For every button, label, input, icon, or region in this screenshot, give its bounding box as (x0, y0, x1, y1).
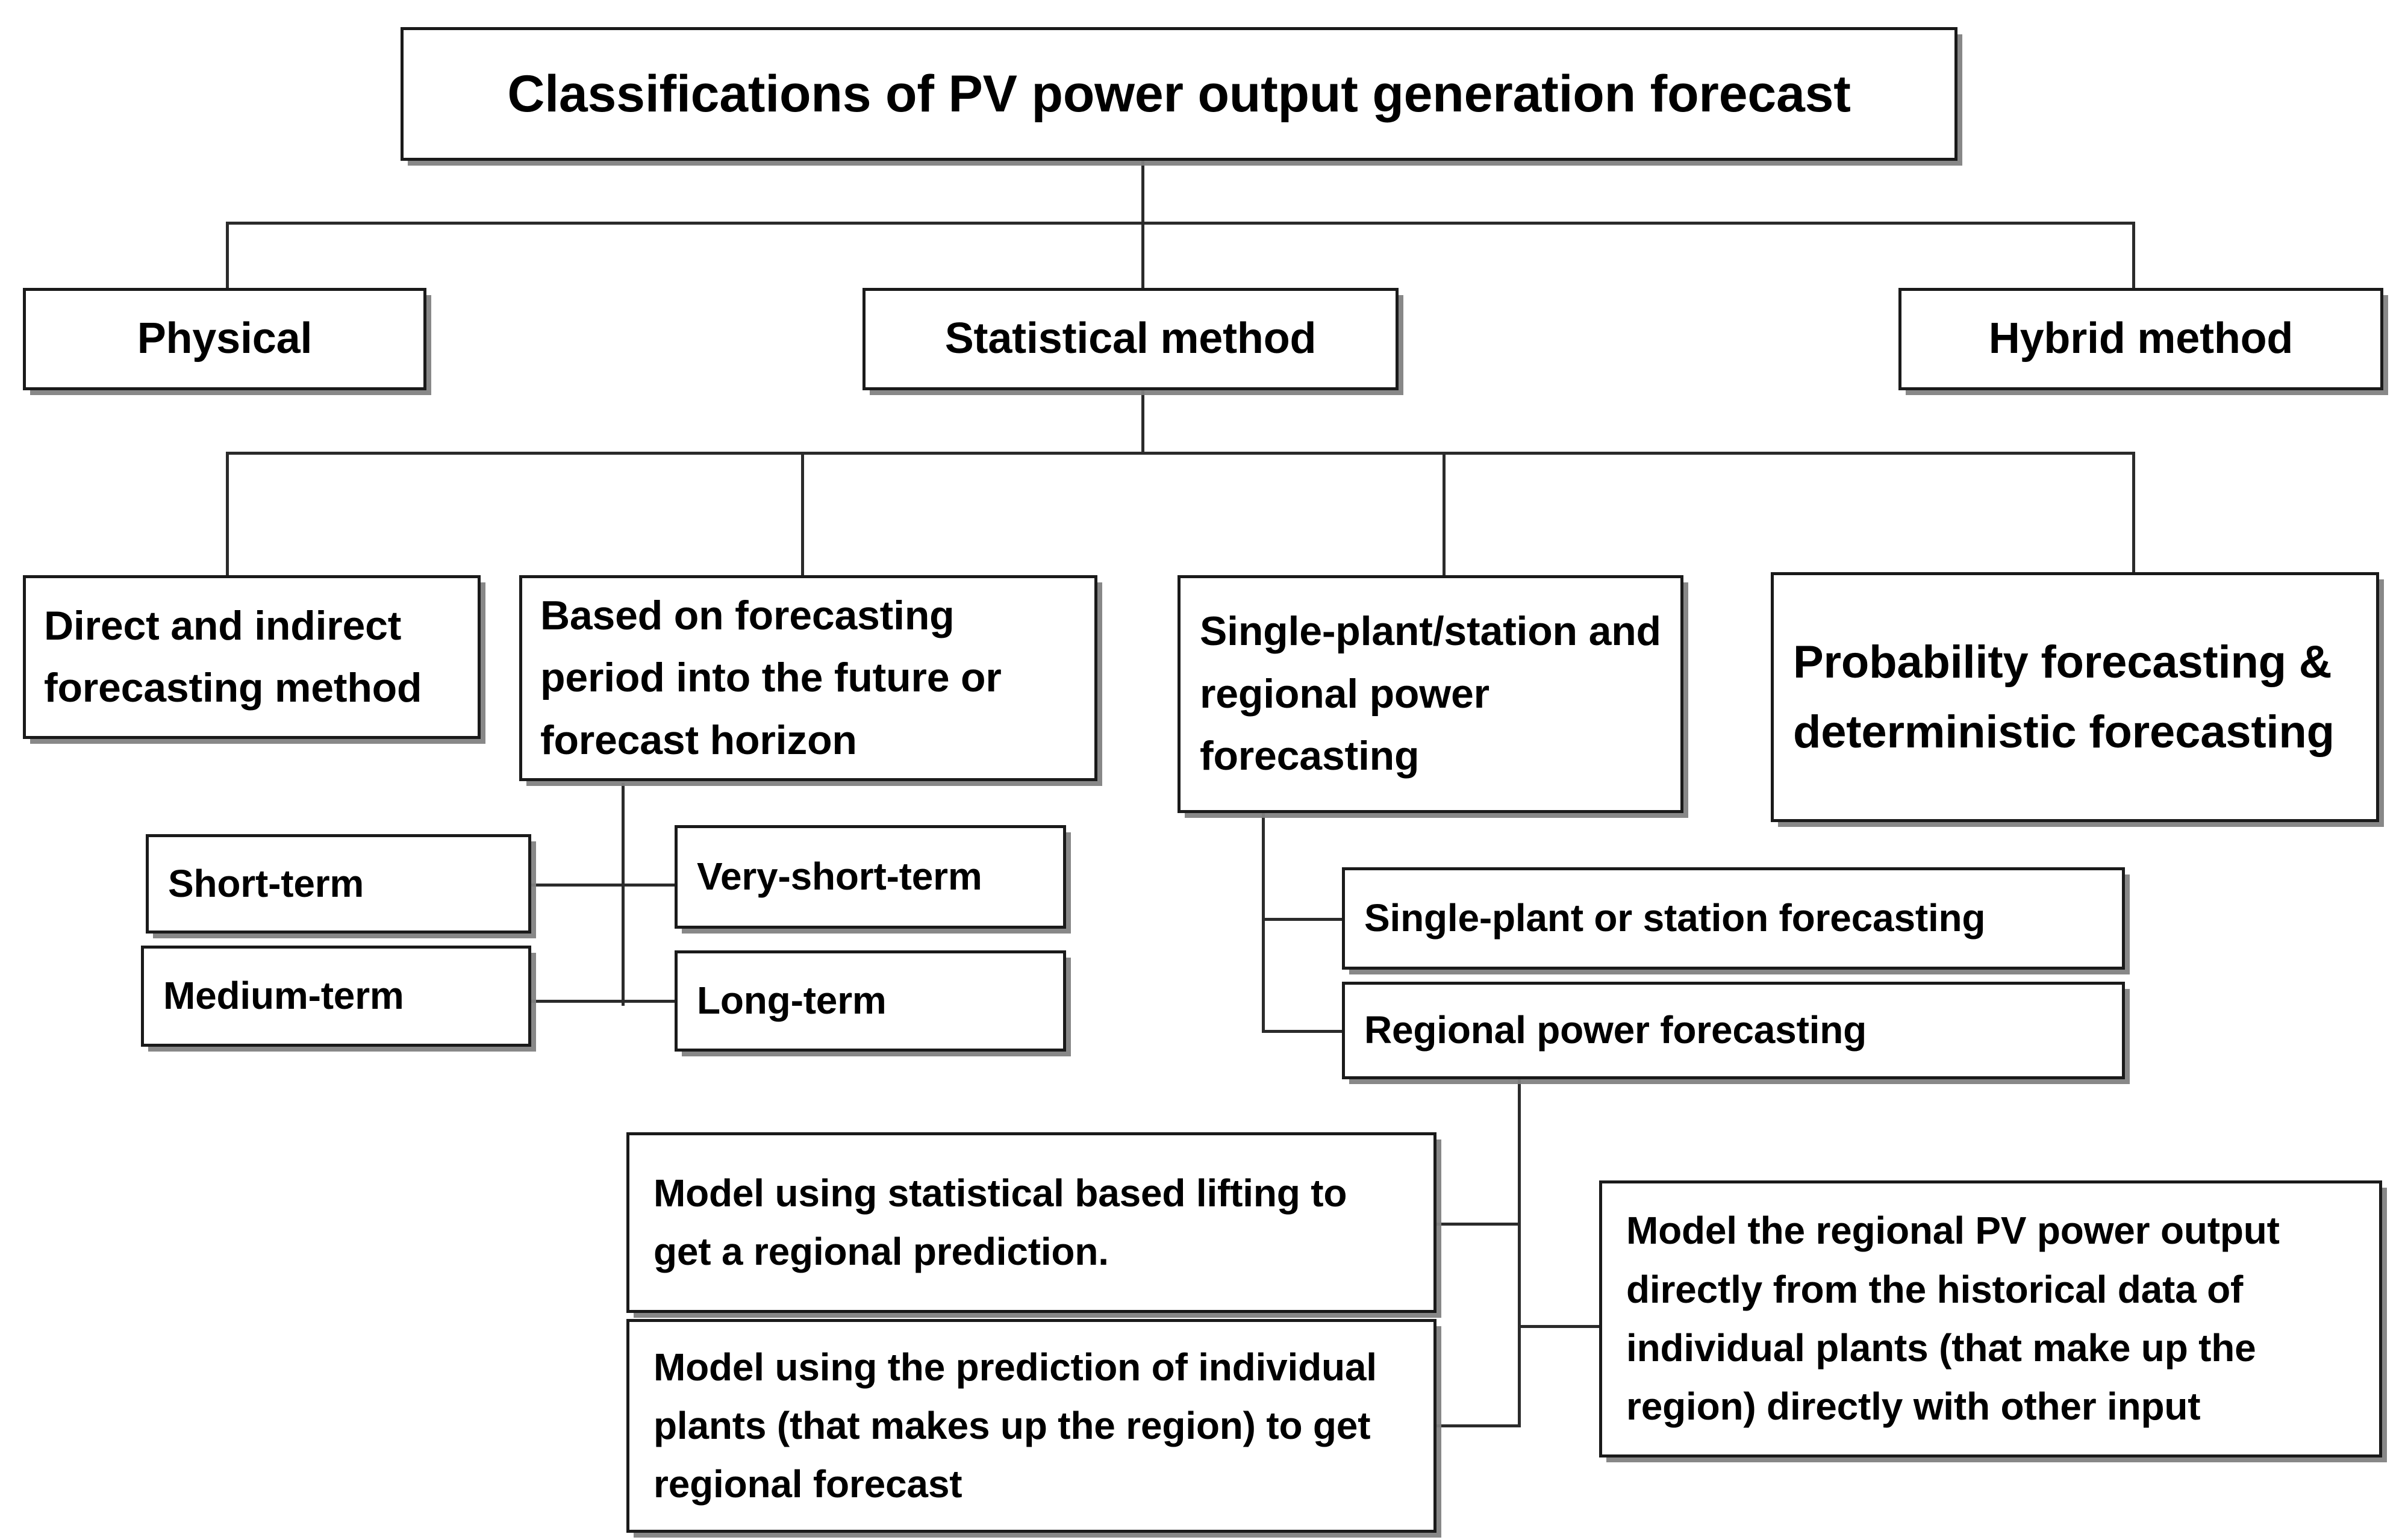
node-short-term-label: Short-term (168, 861, 364, 905)
connector-statistical-stem (1141, 388, 1144, 455)
connector-to-physical (226, 222, 229, 288)
node-regional-power-forecasting-label: Regional power forecasting (1364, 1008, 1867, 1052)
connector-to-hybrid (2132, 222, 2135, 288)
node-model-regional-direct-label: Model the regional PV power output direc… (1626, 1209, 2280, 1429)
node-long-term-label: Long-term (697, 979, 887, 1023)
connector-to-probability (2132, 452, 2135, 575)
node-single-regional-label: Single-plant/station and regional power … (1200, 608, 1661, 779)
node-short-term[interactable]: Short-term (146, 834, 531, 934)
connector-to-single-regional (1443, 452, 1446, 575)
node-probability-deterministic[interactable]: Probability forecasting & deterministic … (1771, 572, 2379, 822)
node-probability-deterministic-label: Probability forecasting & deterministic … (1793, 636, 2335, 758)
node-physical[interactable]: Physical (23, 288, 426, 390)
node-statistical-method[interactable]: Statistical method (862, 288, 1399, 390)
connector-to-statistical (1141, 222, 1144, 288)
node-root-label: Classifications of PV power output gener… (507, 64, 1851, 123)
connector-to-very-short-term (530, 884, 681, 887)
connector-regional-stem (1518, 1078, 1521, 1427)
connector-to-model-lifting (1433, 1223, 1521, 1226)
node-regional-power-forecasting[interactable]: Regional power forecasting (1342, 982, 2125, 1079)
node-very-short-term[interactable]: Very-short-term (675, 825, 1066, 929)
node-long-term[interactable]: Long-term (675, 950, 1066, 1052)
node-direct-indirect-label: Direct and indirect forecasting method (44, 602, 422, 711)
node-model-statistical-lifting[interactable]: Model using statistical based lifting to… (626, 1132, 1436, 1313)
node-model-individual-plants-label: Model using the prediction of individual… (653, 1345, 1377, 1506)
node-single-regional[interactable]: Single-plant/station and regional power … (1178, 575, 1683, 813)
node-forecast-horizon[interactable]: Based on forecasting period into the fut… (519, 575, 1097, 781)
connector-level3-bus (226, 452, 2135, 455)
node-hybrid-method[interactable]: Hybrid method (1898, 288, 2383, 390)
node-model-individual-plants[interactable]: Model using the prediction of individual… (626, 1319, 1436, 1533)
connector-root-stem (1141, 160, 1144, 226)
node-direct-indirect[interactable]: Direct and indirect forecasting method (23, 575, 481, 739)
node-very-short-term-label: Very-short-term (697, 855, 982, 899)
node-medium-term-label: Medium-term (163, 974, 404, 1018)
node-model-regional-direct[interactable]: Model the regional PV power output direc… (1599, 1180, 2382, 1457)
connector-to-direct-indirect (226, 452, 229, 575)
connector-to-model-individual (1433, 1424, 1521, 1427)
node-single-plant-station-forecasting-label: Single-plant or station forecasting (1364, 896, 1986, 940)
connector-to-forecast-horizon (801, 452, 804, 575)
connector-station-stem (1262, 812, 1265, 1032)
connector-to-regional-power (1262, 1030, 1346, 1033)
connector-to-model-regional-direct (1518, 1325, 1605, 1328)
node-model-statistical-lifting-label: Model using statistical based lifting to… (653, 1171, 1347, 1273)
connector-to-single-plant (1262, 918, 1346, 921)
node-forecast-horizon-label: Based on forecasting period into the fut… (540, 592, 1002, 763)
connector-to-long-term (530, 1000, 681, 1003)
node-hybrid-method-label: Hybrid method (1988, 314, 2294, 363)
node-root[interactable]: Classifications of PV power output gener… (401, 27, 1957, 161)
node-medium-term[interactable]: Medium-term (141, 946, 531, 1047)
node-single-plant-station-forecasting[interactable]: Single-plant or station forecasting (1342, 867, 2125, 970)
node-physical-label: Physical (137, 314, 313, 363)
node-statistical-method-label: Statistical method (944, 314, 1317, 363)
connector-level2-bus (226, 222, 2135, 225)
connector-horizon-stem (622, 783, 625, 1006)
